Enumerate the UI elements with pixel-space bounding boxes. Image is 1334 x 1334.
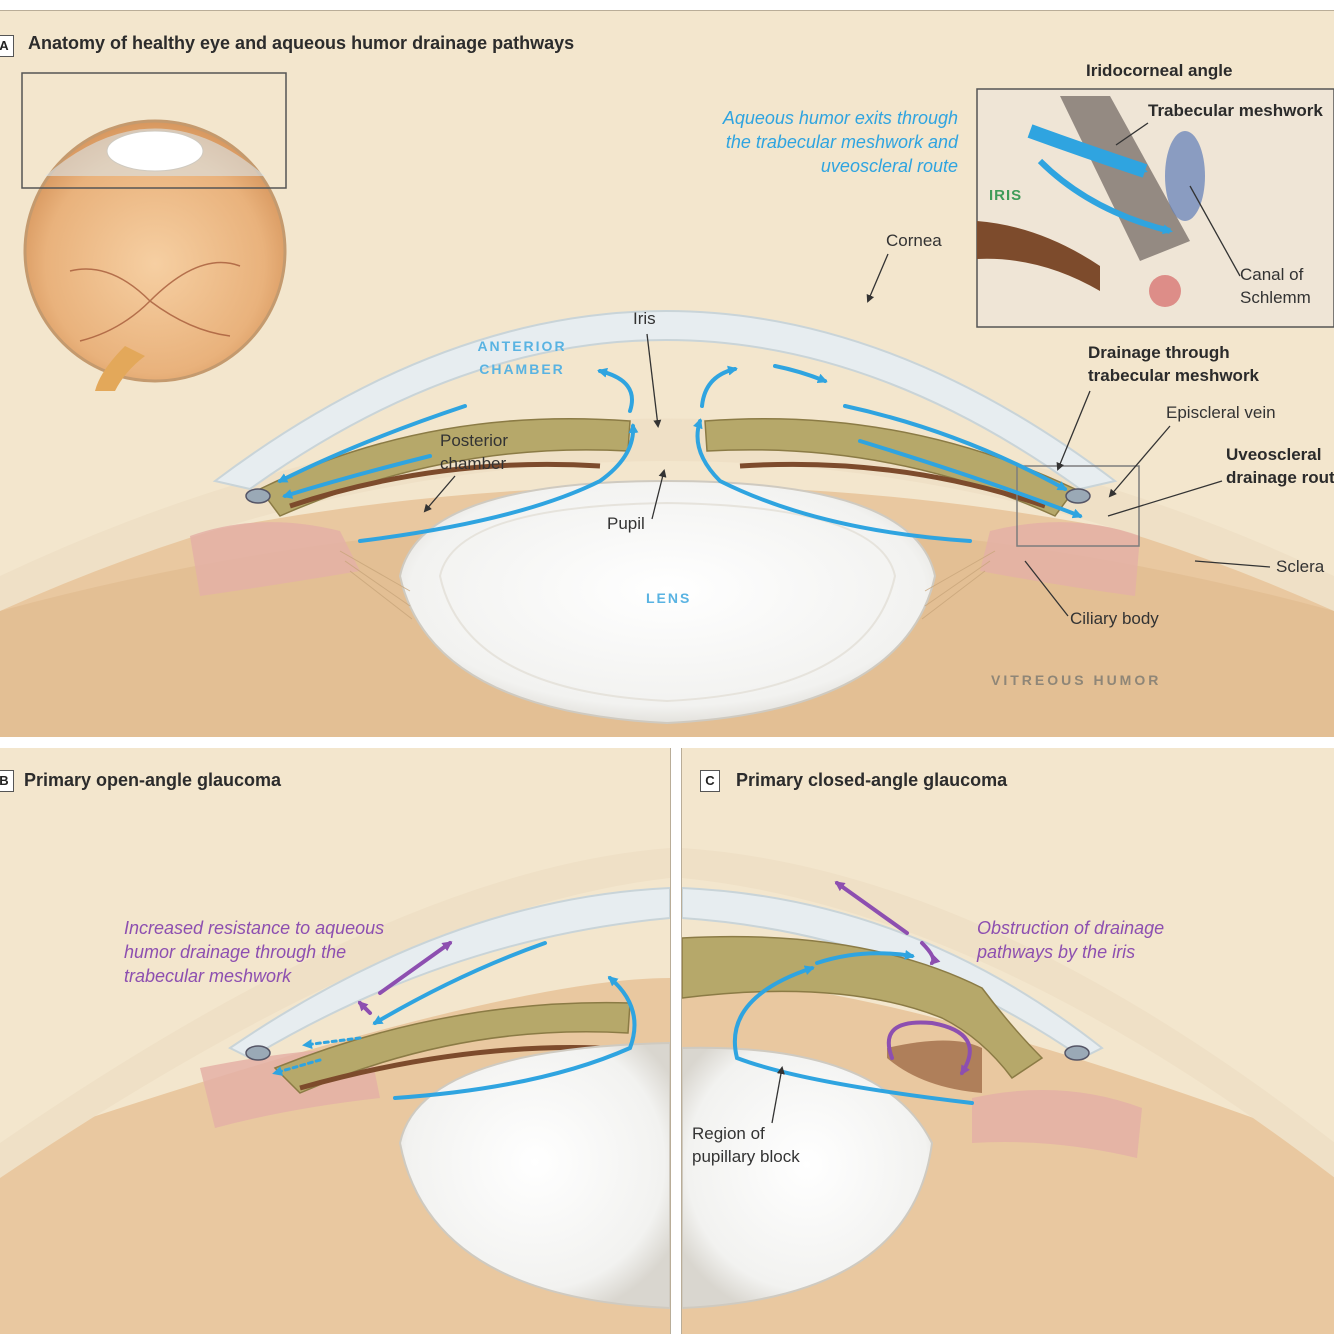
canal-of-schlemm-label: Canal of Schlemm — [1240, 265, 1311, 307]
lens-label: LENS — [646, 590, 692, 606]
panel-b-title: Primary open-angle glaucoma — [24, 770, 282, 790]
panel-a-letter: A — [0, 35, 14, 57]
panel-b-annotation: Increased resistance to aqueous humor dr… — [124, 918, 385, 986]
vitreous-humor-label: VITREOUS HUMOR — [991, 672, 1162, 688]
drainage-trabecular-label: Drainage through trabecular meshwork — [1088, 343, 1260, 385]
posterior-chamber-label: Posterior chamber — [440, 431, 509, 473]
panel-b: B Primary open-angle glaucoma Increased … — [0, 748, 671, 1334]
anterior-chamber-label: ANTERIOR CHAMBER — [477, 338, 567, 377]
panel-c-letter: C — [700, 770, 720, 792]
cornea-label: Cornea — [886, 231, 942, 250]
sclera-label: Sclera — [1276, 557, 1325, 576]
pupillary-block-label: Region of pupillary block — [692, 1124, 800, 1166]
episcleral-vein-label: Episcleral vein — [1166, 403, 1276, 422]
ciliary-body-label: Ciliary body — [1070, 609, 1159, 628]
panel-a: A Anatomy of healthy eye and aqueous hum… — [0, 10, 1334, 737]
panel-b-letter: B — [0, 770, 14, 792]
panel-c-annotation: Obstruction of drainage pathways by the … — [977, 918, 1165, 962]
aqueous-exit-annotation: Aqueous humor exits through the trabecul… — [722, 108, 958, 176]
panel-c: C Primary closed-angle glaucoma Obstruct… — [681, 748, 1334, 1334]
panel-c-title: Primary closed-angle glaucoma — [736, 770, 1008, 790]
inset-iris-label: IRIS — [989, 187, 1023, 204]
trabecular-meshwork-label: Trabecular meshwork — [1148, 101, 1323, 120]
panel-a-title: Anatomy of healthy eye and aqueous humor… — [28, 33, 575, 53]
iris-label: Iris — [633, 309, 656, 328]
panel-c-illustration — [682, 848, 1334, 1334]
pupil-label: Pupil — [607, 514, 645, 533]
uveoscleral-label: Uveoscleral drainage rout — [1226, 445, 1334, 487]
panel-b-illustration — [0, 848, 670, 1334]
panel-a-illustration — [0, 72, 1334, 737]
inset-title: Iridocorneal angle — [1086, 61, 1233, 80]
